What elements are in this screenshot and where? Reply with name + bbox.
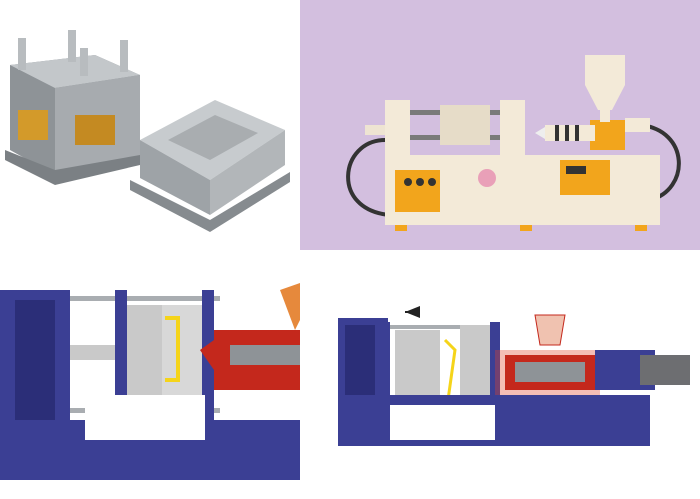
mold-photo [0,0,300,250]
machine-illustration [300,0,700,250]
injection-diagram [0,283,300,480]
ejection-diagram [338,306,690,446]
